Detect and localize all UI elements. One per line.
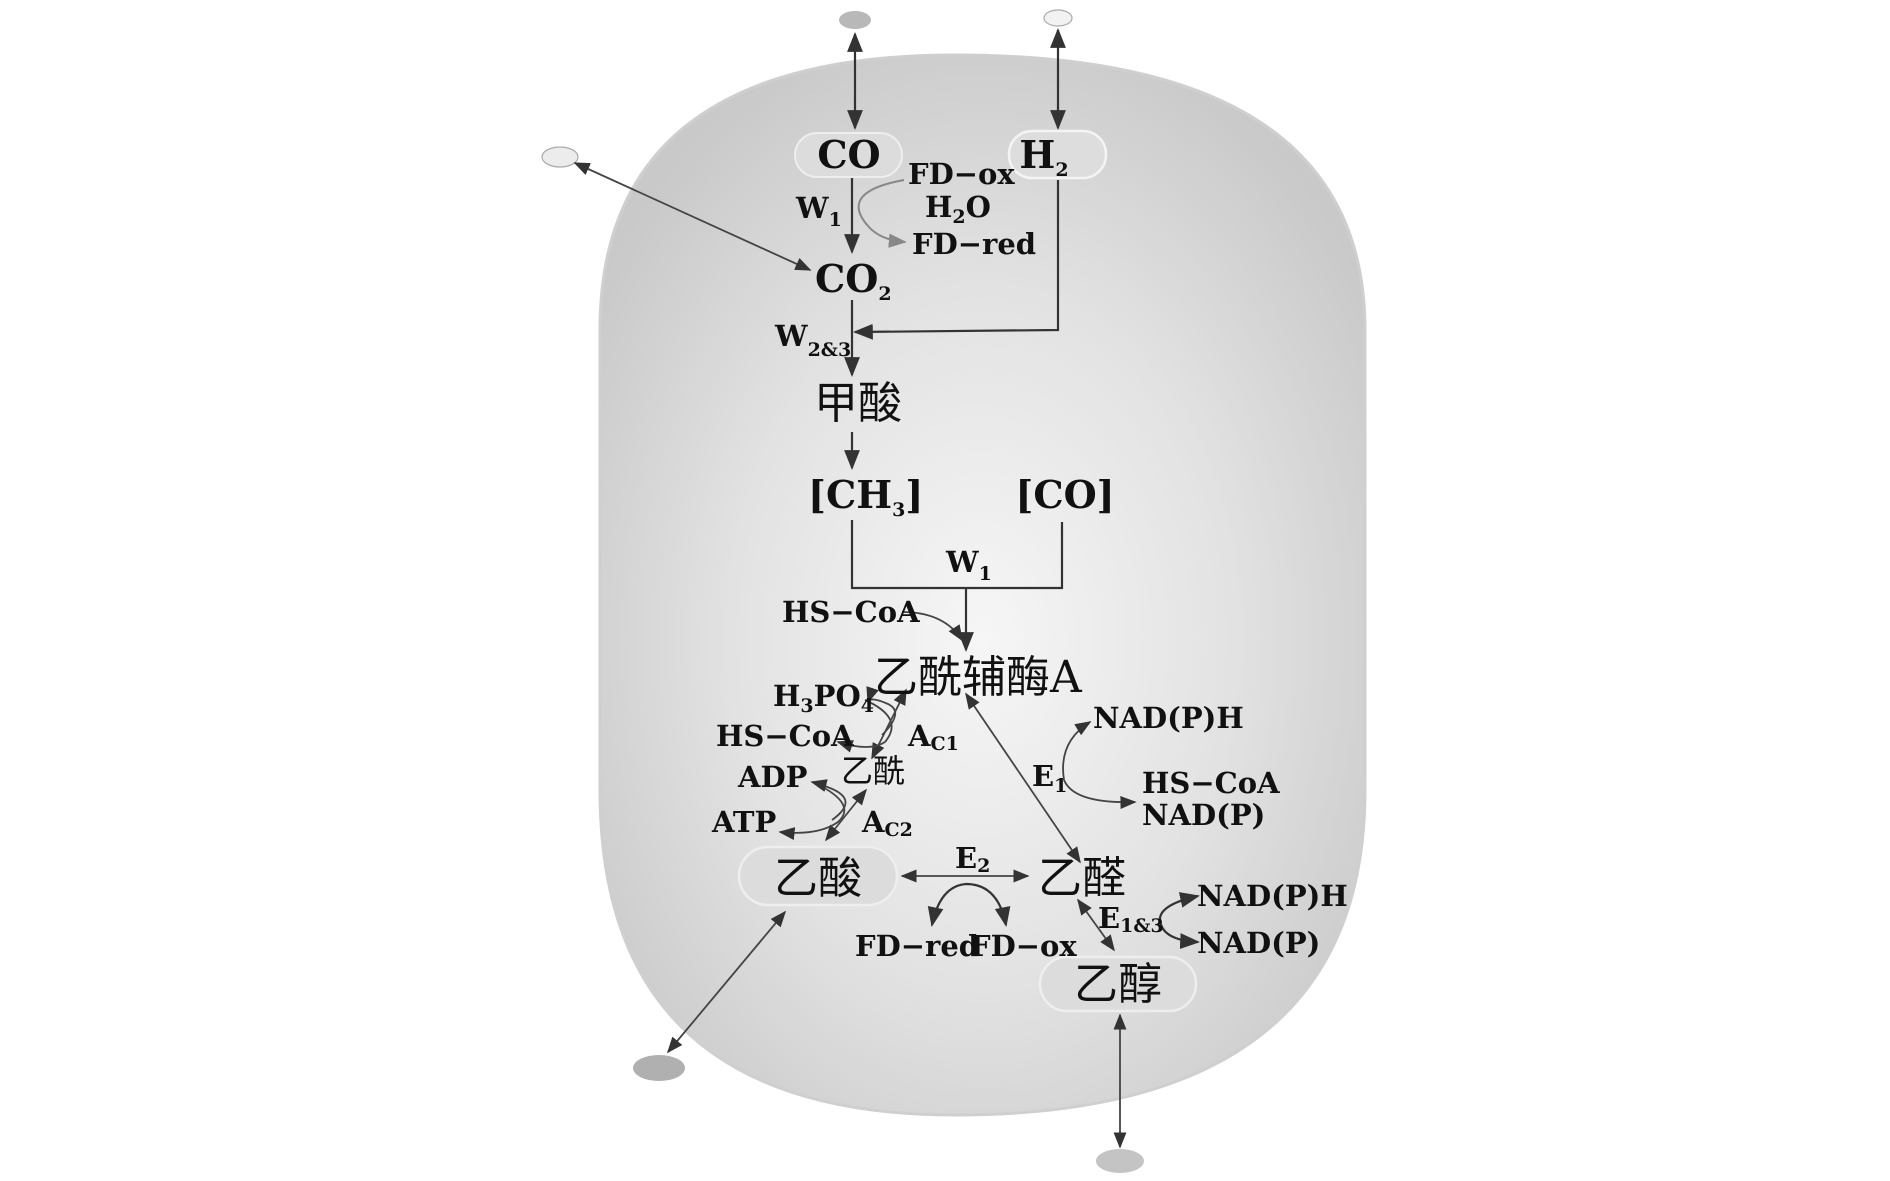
co-bracket-label: [CO]: [1015, 472, 1114, 517]
ac2-atp-curve: [778, 782, 846, 840]
co-external-port: [839, 11, 871, 29]
hs-coa-1-label: HS−CoA: [782, 595, 920, 629]
formate-label: 甲酸: [814, 378, 902, 429]
h3po4-label: H3PO4: [773, 679, 874, 717]
h2-label: H2: [1019, 132, 1068, 181]
acetic-acid-transport-arrow: [666, 910, 787, 1054]
ac1-phosphate-curve: [866, 686, 897, 736]
acetaldehyde-label: 乙醛: [1038, 853, 1126, 904]
fd-ox-top-label: FD−ox: [908, 157, 1015, 191]
acetyl-coa-label: 乙酰辅酶A: [874, 652, 1083, 703]
acetic-acid-pill: [737, 845, 899, 907]
ethanol-pill: [1038, 955, 1198, 1013]
hs-coa-2-label: HS−CoA: [716, 719, 854, 753]
w1-top-label: W1: [795, 191, 842, 231]
fd-ox-bottom-label: FD−ox: [970, 929, 1077, 963]
h2-pill: [1007, 129, 1108, 180]
e2-fd-curve: [927, 882, 1011, 927]
e1-label: E1: [1032, 759, 1067, 797]
co2-label: CO2: [815, 256, 892, 305]
e13-label: E1&3: [1098, 901, 1164, 937]
acetyl-coa-to-acetyl-arrow: [871, 688, 907, 760]
atp-label: ATP: [711, 805, 776, 839]
co2-transport-arrow: [573, 162, 812, 271]
ac1-label: AC1: [907, 719, 959, 755]
h2o-label: H2O: [925, 190, 991, 228]
acetaldehyde-to-ethanol-arrow: [1077, 898, 1115, 952]
w1-mid-label: W1: [945, 545, 992, 585]
ch3-label: [CH3]: [808, 472, 923, 521]
fd-reduction-curve: [857, 179, 907, 248]
fd-red-bottom-label: FD−red: [855, 929, 979, 963]
ac1-cofactor-curve: [836, 699, 893, 753]
h2-to-formate-line: [853, 180, 1060, 340]
co-label: CO: [817, 132, 880, 177]
nadp-2-label: NAD(P): [1197, 926, 1320, 960]
w23-label: W2&3: [774, 319, 851, 361]
e2-label: E2: [955, 841, 990, 877]
nadph-1-label: NAD(P)H: [1093, 701, 1244, 735]
e13-nadph-curve: [1158, 892, 1200, 949]
ethanol-external-port: [1096, 1149, 1144, 1173]
co-pill: [794, 132, 903, 178]
ac2-adp-curve: [810, 779, 847, 821]
acetyl-label: 乙酰: [841, 752, 905, 790]
h2-external-port: [1043, 9, 1073, 27]
acetyl-to-acetic-acid-arrow: [824, 788, 868, 842]
acetic-acid-label: 乙酸: [774, 853, 862, 904]
adp-label: ADP: [737, 760, 808, 794]
hs-coa-input-curve: [901, 611, 963, 642]
acetic-acid-external-port: [633, 1055, 685, 1081]
nadph-2-label: NAD(P)H: [1197, 879, 1348, 913]
ac2-label: AC2: [861, 805, 913, 841]
acetyl-coa-to-acetaldehyde-arrow: [965, 692, 1081, 864]
nadp-1-label: NAD(P): [1142, 798, 1265, 832]
e1-nadph-curve: [1062, 721, 1137, 809]
ch3-co-junction: [850, 520, 1064, 590]
ethanol-label: 乙醇: [1074, 959, 1162, 1010]
co2-external-port: [541, 146, 579, 168]
hs-coa-3-label: HS−CoA: [1142, 766, 1280, 800]
fd-red-top-label: FD−red: [912, 227, 1036, 261]
